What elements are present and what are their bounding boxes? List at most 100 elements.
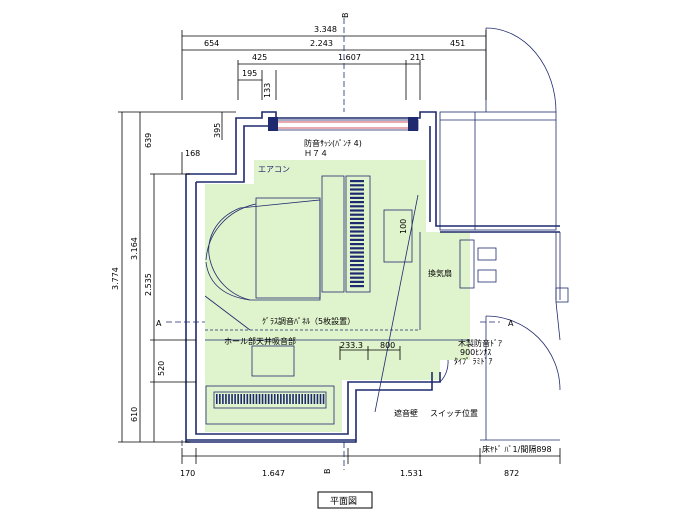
piano-key (350, 184, 364, 187)
keyboard-key (231, 394, 233, 404)
keyboard-key (270, 394, 273, 404)
piano-key (350, 180, 364, 183)
dim-bottom-872: 872 (504, 469, 519, 478)
dim-left-168: 168 (185, 149, 200, 158)
piano-key (350, 280, 364, 283)
dim-top-total: 3.348 (314, 25, 337, 34)
keyboard-key (249, 394, 252, 404)
keyboard-key (313, 394, 316, 404)
keyboard-key (237, 394, 239, 404)
piano-key (350, 230, 364, 233)
piano-key (350, 285, 364, 288)
piano-key (350, 196, 364, 199)
piano-key (350, 268, 364, 271)
piano-key (350, 201, 364, 204)
small-table (383, 209, 413, 263)
keyboard-key (292, 394, 294, 404)
section-mark-b-bottom: B (323, 469, 332, 475)
label-door-a: 木製防音ﾄﾞｱ (458, 338, 502, 348)
piano-key (350, 213, 364, 216)
keyboard-key (298, 394, 300, 404)
keyboard-key (240, 394, 242, 404)
drawing-title: 平面図 (330, 496, 357, 507)
label-ceiling: ホール部天井吸音部 (224, 336, 296, 346)
keyboard-key (222, 394, 224, 404)
dim-top-small-right: 211 (410, 53, 425, 62)
keyboard-key (246, 394, 249, 404)
upright-keys (321, 175, 371, 293)
dim-top-left: 654 (204, 39, 219, 48)
piano-key (350, 255, 364, 258)
piano-key (350, 188, 364, 191)
keyboard-key (286, 394, 288, 404)
dimension-lines (118, 30, 561, 464)
dim-top-195: 195 (242, 69, 257, 78)
dim-top-inner: 1.607 (338, 53, 361, 62)
piano-key (350, 226, 364, 229)
piano-key (350, 217, 364, 220)
dim-left-639: 639 (144, 133, 153, 148)
dim-top-mid: 2.243 (310, 39, 333, 48)
section-lines (166, 18, 500, 470)
dim-inner-800: 800 (380, 341, 395, 350)
keyboard-key (264, 394, 267, 404)
keyboard-key (225, 394, 227, 404)
bottom-keyboard (205, 385, 335, 425)
piano-key (350, 192, 364, 195)
section-mark-a-right: A (508, 319, 514, 328)
title-frame (317, 491, 373, 509)
dim-left-2535: 2.535 (144, 273, 153, 296)
piano-key (350, 251, 364, 254)
piano-key (350, 276, 364, 279)
keyboard-key (258, 394, 261, 404)
label-panel: ｸﾞﾗｽ調音ﾊﾟﾈﾙ（5枚設置） (262, 316, 355, 326)
dim-bottom-1531: 1.531 (400, 469, 423, 478)
keyboard-key (252, 394, 255, 404)
piano-key (350, 259, 364, 262)
keyboard-key (234, 394, 236, 404)
section-mark-b-top: B (341, 13, 350, 19)
keyboard-key (273, 394, 276, 404)
keyboard-key (255, 394, 258, 404)
piano-key (350, 272, 364, 275)
label-sill: 床ﾔﾄﾞ ﾊﾞ1/間隔898 (482, 444, 552, 454)
piano-key (350, 264, 364, 267)
label-window: 防音ｻｯｼ(ﾊﾟﾝﾁ 4) (304, 138, 362, 148)
label-switch: スイッチ位置 (430, 408, 478, 418)
section-mark-a-left: A (156, 319, 162, 328)
piano-key (350, 205, 364, 208)
keyboard-key (261, 394, 264, 404)
label-reflector: 遮音壁 (394, 408, 418, 418)
piano-key (350, 247, 364, 250)
vent-unit (459, 239, 497, 289)
label-aircon: エアコン (258, 165, 290, 174)
keyboard-key (322, 394, 325, 404)
keyboard-key (228, 394, 230, 404)
dim-inner-233: 233.3 (340, 341, 363, 350)
dim-left-total: 3.774 (111, 267, 120, 290)
piano-key (350, 234, 364, 237)
piano-key (350, 243, 364, 246)
keyboard-key (267, 394, 270, 404)
keyboard-key (219, 394, 221, 404)
grand-piano (205, 197, 321, 301)
dim-top-right: 451 (450, 39, 465, 48)
label-vent: 換気扇 (428, 268, 452, 278)
room-fill (205, 160, 470, 432)
label-door-b: 900ﾋﾝﾅｽ (460, 348, 491, 357)
inner-lines (204, 194, 470, 413)
keyboard-key (304, 394, 307, 404)
dim-top-small-left: 425 (252, 53, 267, 62)
keyboard-key (283, 394, 285, 404)
label-door-c: ﾀｲﾌﾟ ﾗﾐﾄﾞｱ (454, 357, 493, 366)
dim-top-133: 133 (263, 83, 272, 98)
keyboard-key (301, 394, 303, 404)
keyboard-key (216, 394, 218, 404)
outer-walls (181, 111, 441, 446)
keyboard-key (277, 394, 279, 404)
keyboard-key (289, 394, 291, 404)
dim-bottom-170: 170 (180, 469, 195, 478)
keyboard-key (307, 394, 310, 404)
keyboard-key (319, 394, 322, 404)
